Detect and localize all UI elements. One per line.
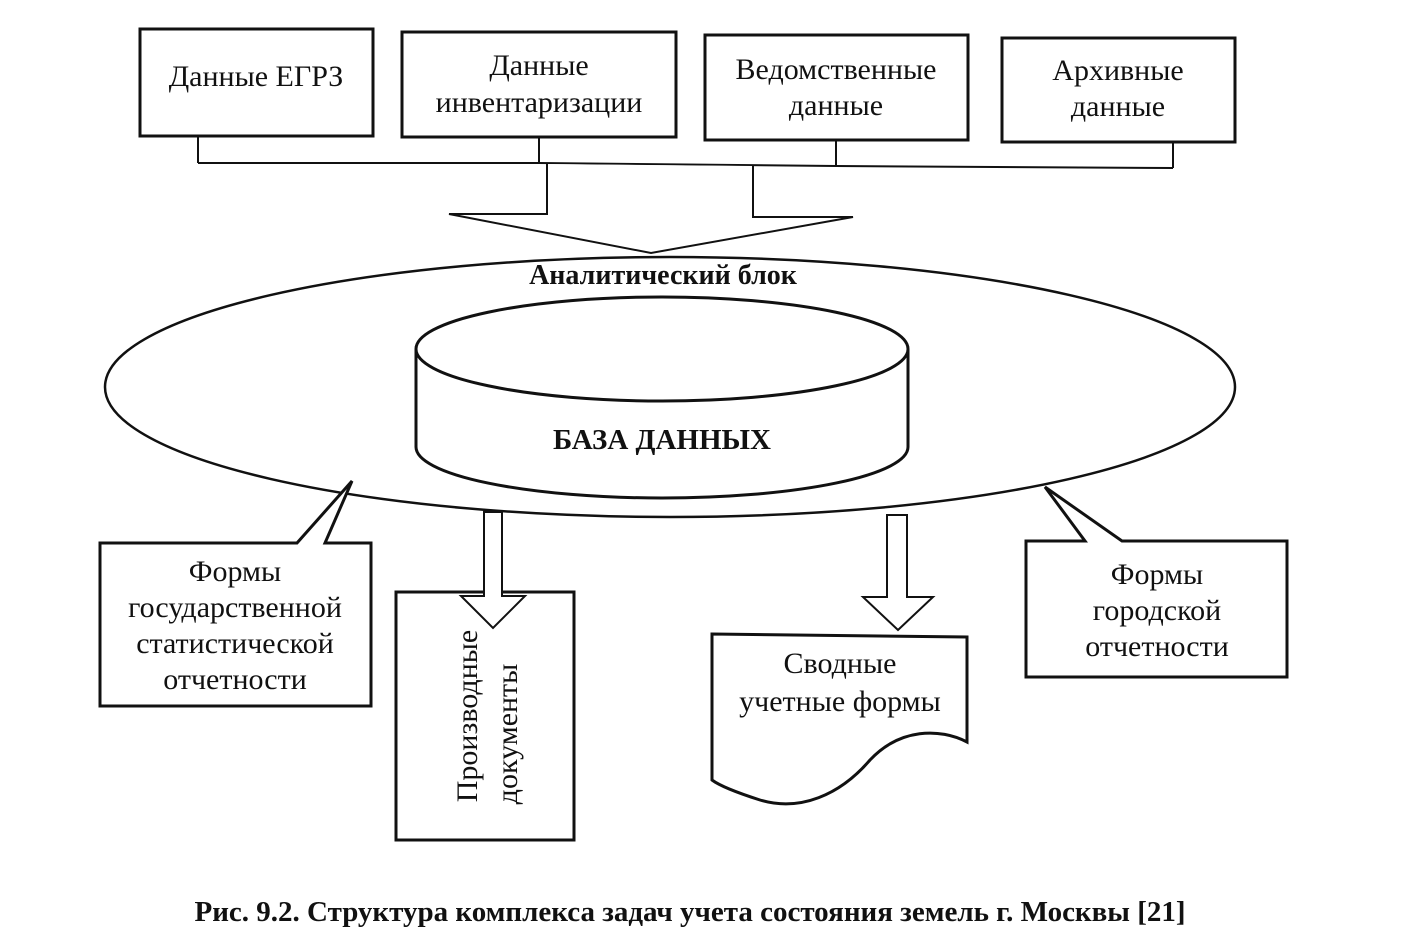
figure-caption: Рис. 9.2. Структура комплекса задач учет…	[194, 896, 1185, 928]
derived-docs-label-1: Производные	[451, 630, 484, 802]
state-stat-label-4: отчетности	[163, 663, 307, 696]
source-archive-label-2: данные	[1071, 90, 1165, 123]
summary-forms-label-2: учетные формы	[739, 685, 941, 718]
source-inventory-label-2: инвентаризации	[436, 86, 643, 119]
arrow-to-derived-documents	[458, 511, 528, 630]
input-arrow	[448, 164, 854, 255]
state-stat-label-2: государственной	[128, 591, 342, 624]
derived-docs-label-2: документы	[491, 664, 524, 805]
source-departmental-label-1: Ведомственные	[736, 53, 937, 86]
city-reports-label-3: отчетности	[1085, 630, 1229, 663]
state-stat-label-3: статистической	[136, 627, 334, 660]
callout-city-reports: Формы городской отчетности	[1024, 485, 1289, 679]
source-box-egrz: Данные ЕГРЗ	[138, 27, 375, 138]
source-box-departmental: Ведомственные данные	[703, 33, 970, 142]
callout-state-statistics: Формы государственной статистической отч…	[98, 480, 373, 708]
arrow-to-summary-forms	[860, 514, 936, 632]
source-connector-bus	[197, 136, 1174, 169]
summary-forms-document: Сводные учетные формы	[710, 632, 969, 806]
source-box-archive: Архивные данные	[1000, 36, 1237, 144]
city-reports-label-1: Формы	[1111, 558, 1203, 591]
source-archive-label-1: Архивные	[1052, 54, 1183, 87]
state-stat-label-1: Формы	[189, 555, 281, 588]
summary-forms-label-1: Сводные	[784, 647, 897, 680]
derived-documents-box: Производные документы	[394, 590, 576, 842]
source-inventory-label-1: Данные	[489, 49, 588, 82]
source-box-inventory: Данные инвентаризации	[400, 30, 678, 139]
database-label: БАЗА ДАННЫХ	[553, 424, 771, 456]
database-cylinder: БАЗА ДАННЫХ	[414, 295, 910, 500]
city-reports-label-2: городской	[1093, 594, 1221, 627]
source-departmental-label-2: данные	[789, 89, 883, 122]
source-egrz-label: Данные ЕГРЗ	[169, 60, 344, 93]
analytic-block-label: Аналитический блок	[529, 260, 798, 291]
